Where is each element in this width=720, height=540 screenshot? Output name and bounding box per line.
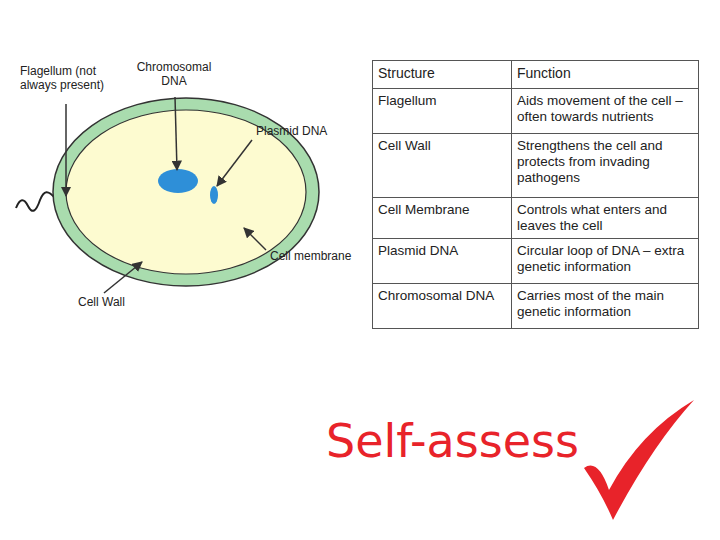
table-cell: Flagellum bbox=[378, 93, 506, 109]
table-cell: Cell Wall bbox=[378, 138, 506, 154]
plasmid-shape bbox=[210, 186, 218, 204]
heading-text: Self-assess bbox=[326, 414, 616, 469]
table-rule bbox=[511, 60, 512, 328]
table-cell: Circular loop of DNA – extra genetic inf… bbox=[517, 243, 693, 275]
table-rule bbox=[372, 283, 698, 284]
table-header: Structure bbox=[378, 65, 506, 82]
leader-line bbox=[104, 262, 142, 293]
tick-mark bbox=[584, 400, 694, 520]
part-label: Flagellum (not always present) bbox=[20, 64, 120, 93]
table-border bbox=[373, 61, 699, 329]
leader-line bbox=[217, 140, 252, 186]
part-label: Cell Wall bbox=[78, 295, 158, 309]
table-rule bbox=[372, 133, 698, 134]
part-label: Cell membrane bbox=[270, 249, 370, 263]
table-rule bbox=[372, 197, 698, 198]
leader-line bbox=[65, 104, 67, 196]
leader-line bbox=[175, 97, 177, 170]
flagellum-shape bbox=[16, 192, 55, 211]
chromosome-shape bbox=[158, 169, 198, 193]
table-header: Function bbox=[517, 65, 693, 82]
table-cell: Cell Membrane bbox=[378, 202, 506, 218]
part-label: Chromosomal DNA bbox=[124, 60, 224, 89]
table-cell: Plasmid DNA bbox=[378, 243, 506, 259]
table-cell: Carries most of the main genetic informa… bbox=[517, 288, 693, 320]
table-cell: Aids movement of the cell – often toward… bbox=[517, 93, 693, 125]
table-cell: Controls what enters and leaves the cell bbox=[517, 202, 693, 234]
table-cell: Chromosomal DNA bbox=[378, 288, 506, 304]
leader-line bbox=[244, 228, 266, 250]
part-label: Plasmid DNA bbox=[256, 124, 356, 138]
table-cell: Strengthens the cell and protects from i… bbox=[517, 138, 693, 187]
table-rule bbox=[372, 88, 698, 89]
table-grid bbox=[372, 60, 699, 329]
table-rule bbox=[372, 238, 698, 239]
